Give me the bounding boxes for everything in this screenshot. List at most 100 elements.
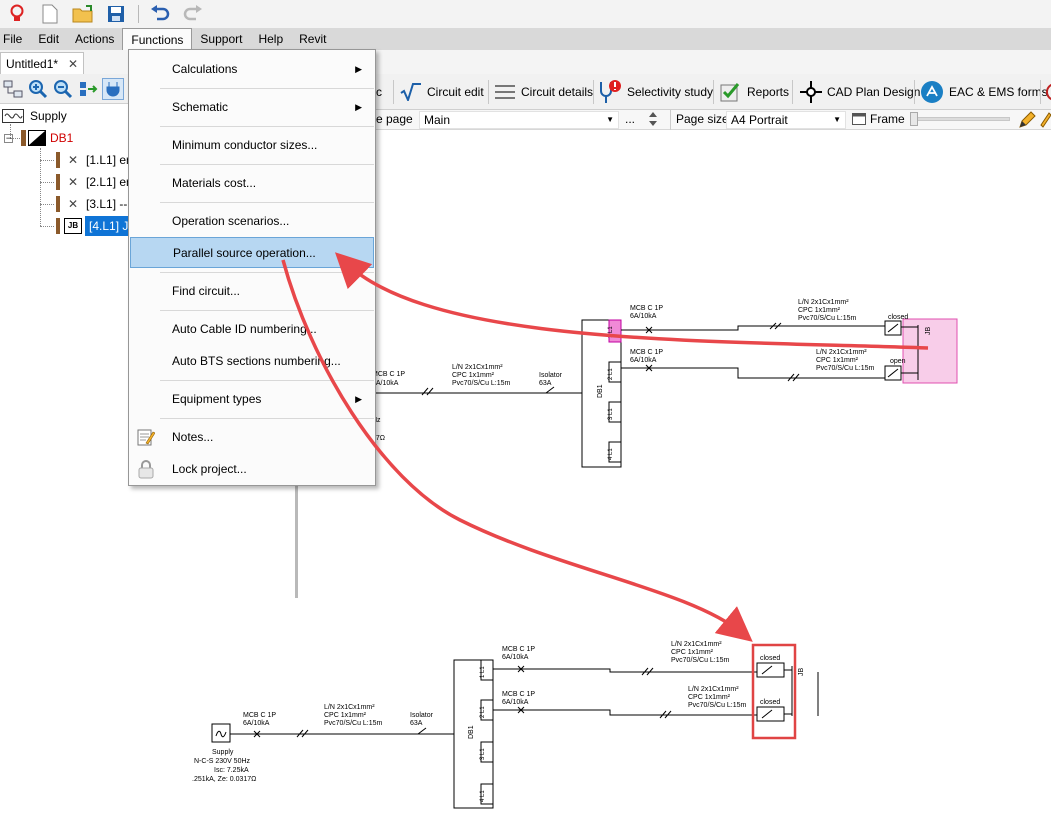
menu-item-minimum-conductor-sizes[interactable]: Minimum conductor sizes... xyxy=(130,134,374,156)
submenu-arrow-icon: ▶ xyxy=(355,63,362,74)
tree-item-circuit[interactable]: ✕ [3.L1] -- xyxy=(56,194,127,214)
menu-item-operation-scenarios[interactable]: Operation scenarios... xyxy=(130,210,374,232)
menu-support[interactable]: Support xyxy=(200,32,243,46)
tree-item-label: [2.L1] er xyxy=(86,175,131,189)
zoom-in-icon[interactable] xyxy=(27,78,49,100)
list-lines-icon xyxy=(494,84,516,100)
menu-item-find-circuit[interactable]: Find circuit... xyxy=(130,280,374,302)
tab-circuit-details[interactable]: Circuit details xyxy=(494,79,593,105)
redo-icon[interactable] xyxy=(180,2,206,26)
schematic-canvas[interactable]: MCB C 1P 6A/10kA Hz 17Ω L/N 2x1Cx1mm² CP… xyxy=(300,130,1051,598)
network-icon[interactable] xyxy=(2,78,24,100)
collapse-icon[interactable]: − xyxy=(4,132,13,143)
db-bar-icon xyxy=(21,130,26,146)
move-icon[interactable] xyxy=(77,78,99,100)
tab-label: Circuit edit xyxy=(427,85,484,99)
new-file-icon[interactable] xyxy=(37,2,63,26)
circuit-marker-icon: ✕ xyxy=(67,197,79,211)
upper-incomer-cable-1: L/N 2x1Cx1mm² xyxy=(452,364,503,371)
tree-item-jb[interactable]: JB [4.L1] JE xyxy=(56,216,141,236)
menu-item-parallel-source-operation[interactable]: Parallel source operation... xyxy=(130,237,374,268)
close-icon[interactable]: ✕ xyxy=(67,56,78,71)
open-folder-icon[interactable] xyxy=(70,2,96,26)
undo-icon[interactable] xyxy=(147,2,173,26)
slider-handle[interactable] xyxy=(910,112,918,126)
menu-item-label: Schematic xyxy=(172,100,229,114)
sine-wave-icon xyxy=(215,730,227,738)
menu-item-lock-project[interactable]: Lock project... xyxy=(130,458,374,480)
tree-item-label: [1.L1] er xyxy=(86,153,131,167)
tab-label: Reports xyxy=(747,85,790,99)
lower-incomer-cable-2: CPC 1x1mm² xyxy=(324,712,367,719)
active-page-select[interactable]: Main ▼ xyxy=(419,111,619,129)
upper-c2-mcb-rating: 6A/10kA xyxy=(630,357,657,364)
upper-incomer-mcb-label: MCB C 1P xyxy=(372,371,405,378)
distribution-board-icon xyxy=(28,130,46,146)
supply-line-1: N-C-S 230V 50Hz xyxy=(194,758,251,765)
zoom-out-icon[interactable] xyxy=(52,78,74,100)
spinner-icon[interactable] xyxy=(648,111,658,130)
document-tab[interactable]: Untitled1* ✕ xyxy=(0,52,84,74)
menu-item-schematic[interactable]: Schematic ▶ xyxy=(130,96,374,118)
menu-item-notes[interactable]: Notes... xyxy=(130,426,374,448)
page-size-select[interactable]: A4 Portrait ▼ xyxy=(726,111,846,129)
frame-label[interactable]: Frame xyxy=(870,112,905,126)
menu-item-auto-bts-sections-numbering[interactable]: Auto BTS sections numbering... xyxy=(130,350,374,372)
tab-separator xyxy=(713,80,714,104)
lightbulb-icon[interactable] xyxy=(4,2,30,26)
tree-item-db1[interactable]: − DB1 xyxy=(4,128,73,148)
tree-item-circuit[interactable]: ✕ [1.L1] er xyxy=(56,150,130,170)
menu-functions[interactable]: Functions xyxy=(122,28,193,50)
tab-separator xyxy=(393,80,394,104)
supply-icon xyxy=(2,109,24,123)
notes-icon xyxy=(136,427,156,447)
dropdown-arrow-icon: ▼ xyxy=(833,115,841,124)
menu-item-materials-cost[interactable]: Materials cost... xyxy=(130,172,374,194)
tab-overflow[interactable] xyxy=(1045,79,1051,105)
checklist-icon xyxy=(720,82,742,102)
lower-way-label: 3 L1 xyxy=(480,748,486,760)
upper-isolator-label: Isolator xyxy=(539,372,563,379)
lower-schematic: Supply N-C-S 230V 50Hz Isc: 7.25kA .251k… xyxy=(192,641,819,809)
upper-c2-cable-2: CPC 1x1mm² xyxy=(816,357,859,364)
lower-c2-cable-1: L/N 2x1Cx1mm² xyxy=(688,686,739,693)
ribbon-tabs: tic Circuit edit Circuit details Selecti… xyxy=(300,74,1051,110)
tab-label: EAC & EMS forms xyxy=(949,85,1048,99)
lower-db-label: DB1 xyxy=(468,725,475,739)
menu-item-label: Calculations xyxy=(172,62,238,76)
page-browse-button[interactable]: ... xyxy=(625,112,636,126)
menu-revit[interactable]: Revit xyxy=(299,32,327,46)
document-tab-title: Untitled1* xyxy=(6,56,59,71)
pencil-icon[interactable] xyxy=(1018,111,1036,132)
menu-edit[interactable]: Edit xyxy=(38,32,60,46)
save-icon[interactable] xyxy=(103,2,129,26)
upper-incomer-mcb-rating: 6A/10kA xyxy=(372,380,399,387)
menu-file[interactable]: File xyxy=(3,32,23,46)
tab-separator xyxy=(1040,80,1041,104)
menu-help[interactable]: Help xyxy=(258,32,284,46)
zoom-slider[interactable] xyxy=(910,112,1010,126)
eraser-icon[interactable] xyxy=(1040,111,1051,132)
lower-way-label: 1 L1 xyxy=(480,666,486,678)
plug-icon[interactable] xyxy=(102,77,124,100)
menu-item-auto-cable-id-numbering[interactable]: Auto Cable ID numbering... xyxy=(130,318,374,340)
tree-guide xyxy=(10,138,22,139)
tab-cad-plan-design[interactable]: CAD Plan Design xyxy=(800,79,920,105)
menu-actions[interactable]: Actions xyxy=(75,32,115,46)
tree-item-circuit[interactable]: ✕ [2.L1] er xyxy=(56,172,130,192)
tab-eac-ems-forms[interactable]: EAC & EMS forms xyxy=(920,79,1048,105)
menu-item-equipment-types[interactable]: Equipment types ▶ xyxy=(130,388,374,410)
functions-dropdown-menu: Calculations ▶ Schematic ▶ Minimum condu… xyxy=(128,49,376,486)
circuit-bar-icon xyxy=(56,174,60,190)
tab-circuit-edit[interactable]: Circuit edit xyxy=(400,79,484,105)
upper-c1-cable-3: Pvc70/S/Cu L:15m xyxy=(798,315,857,322)
lower-c2-cable-2: CPC 1x1mm² xyxy=(688,694,731,701)
menu-separator xyxy=(160,202,374,203)
tree-item-supply[interactable]: Supply xyxy=(2,106,67,126)
tree-item-label: DB1 xyxy=(50,131,74,145)
tab-selectivity-study[interactable]: Selectivity study xyxy=(598,79,713,105)
upper-incomer-cable-2: CPC 1x1mm² xyxy=(452,372,495,379)
menu-item-calculations[interactable]: Calculations ▶ xyxy=(130,58,374,80)
tab-reports[interactable]: Reports xyxy=(720,79,789,105)
lower-isolator-label: Isolator xyxy=(410,712,434,719)
